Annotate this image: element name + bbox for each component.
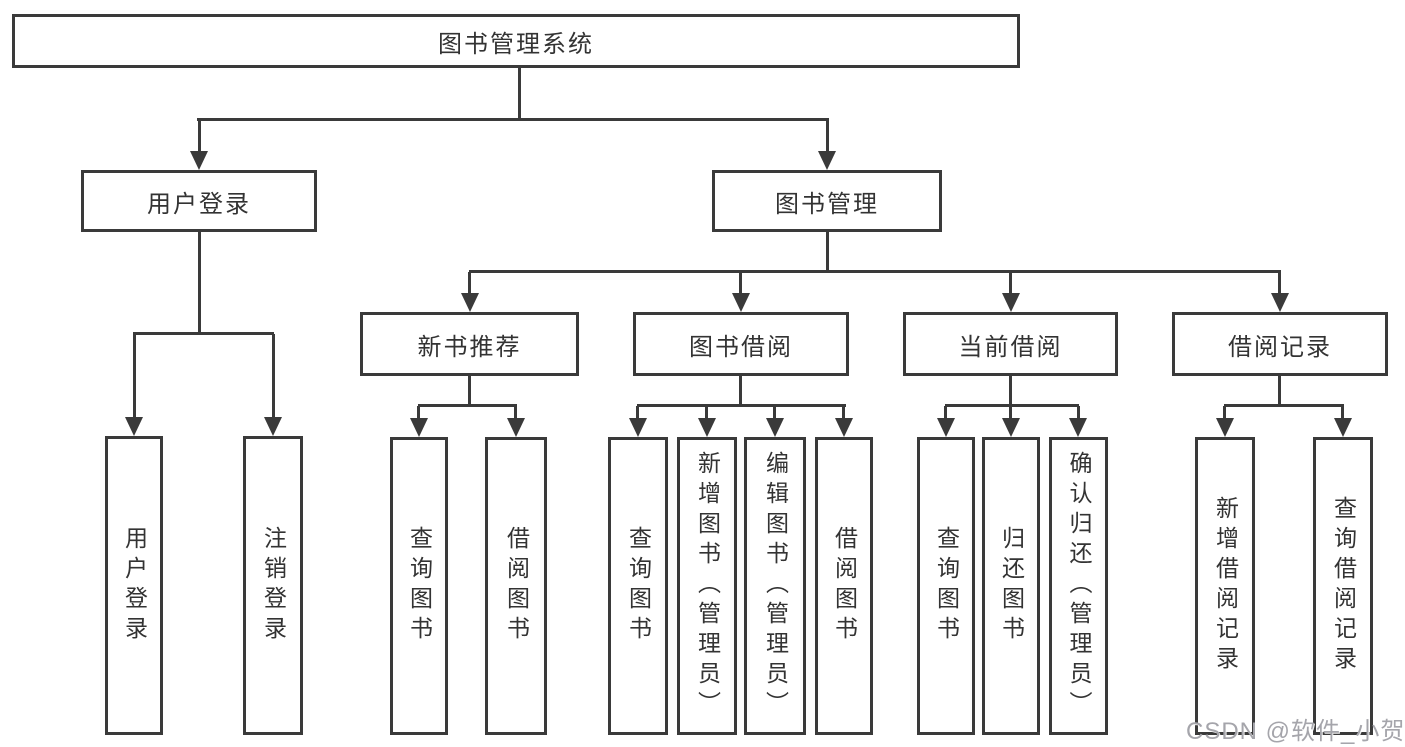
arrowhead-down [507,418,525,437]
node-new-book-recommend: 新书推荐 [360,312,579,376]
node-book-management: 图书管理 [712,170,942,232]
edge-segment [739,272,742,294]
edge-segment [1009,376,1012,406]
edge-segment [272,334,275,418]
edge-segment [1223,406,1226,419]
edge-segment [514,406,517,419]
edge-segment [418,404,517,407]
edge-segment [133,334,136,418]
arrowhead-to-leaf-logout [264,417,282,436]
edge-segment [1278,376,1281,406]
node-borrowing-records: 借阅记录 [1172,312,1388,376]
edge-segment [468,376,471,406]
leaf-query-books-newbooks: 查询图书 [390,437,448,735]
arrowhead-to-new-books [461,293,479,312]
leaf-query-borrow-record: 查询借阅记录 [1313,437,1373,735]
leaf-add-borrow-record: 新增借阅记录 [1195,437,1255,735]
leaf-user-login: 用户登录 [105,436,163,735]
arrowhead-down [766,418,784,437]
arrowhead-down [698,418,716,437]
edge-segment [1077,406,1080,419]
edge-segment [773,406,776,419]
edge-segment [133,332,274,335]
arrowhead-down [835,418,853,437]
leaf-confirm-return-admin: 确认归还（管理员） [1049,437,1108,735]
leaf-borrow-books-borrow: 借阅图书 [815,437,873,735]
leaf-return-books: 归还图书 [982,437,1040,735]
leaf-query-books-current: 查询图书 [917,437,975,735]
edge-segment [198,120,201,152]
edge-segment [1009,272,1012,294]
arrowhead-down [1069,418,1087,437]
arrowhead-to-leaf-user-login [125,417,143,436]
leaf-borrow-books-newbooks: 借阅图书 [485,437,547,735]
node-user-login: 用户登录 [81,170,317,232]
arrowhead-down [629,418,647,437]
arrowhead-down [1002,418,1020,437]
leaf-edit-books-admin: 编辑图书（管理员） [744,437,806,735]
edge-segment [1009,406,1012,419]
edge-segment [518,68,521,120]
csdn-watermark: CSDN @软件_小贺同学 [1186,718,1405,745]
node-book-borrowing: 图书借阅 [633,312,849,376]
arrowhead-to-current-borrow [1002,293,1020,312]
arrowhead-to-book-mgmt [818,151,836,170]
edge-segment [1341,406,1344,419]
arrowhead-to-borrow-records [1271,293,1289,312]
edge-segment [826,120,829,152]
edge-segment [739,376,742,406]
edge-segment [842,406,845,419]
arrowhead-down [937,418,955,437]
leaf-add-books-admin: 新增图书（管理员） [677,437,737,735]
edge-segment [468,272,471,294]
edge-segment [637,404,846,407]
edge-segment [469,270,1281,273]
leaf-query-books-borrow: 查询图书 [608,437,668,735]
leaf-logout: 注销登录 [243,436,303,735]
edge-segment [944,406,947,419]
edge-segment [197,118,829,121]
edge-segment [417,406,420,419]
arrowhead-to-user-login [190,151,208,170]
arrowhead-down [410,418,428,437]
edge-segment [826,232,829,272]
node-book-management-system: 图书管理系统 [12,14,1020,68]
arrowhead-to-book-borrow [732,293,750,312]
edge-segment [1224,404,1344,407]
edge-segment [945,404,1079,407]
edge-segment [705,406,708,419]
arrowhead-down [1334,418,1352,437]
node-current-borrowing: 当前借阅 [903,312,1118,376]
edge-segment [1278,272,1281,294]
edge-segment [198,232,201,334]
arrowhead-down [1216,418,1234,437]
edge-segment [636,406,639,419]
